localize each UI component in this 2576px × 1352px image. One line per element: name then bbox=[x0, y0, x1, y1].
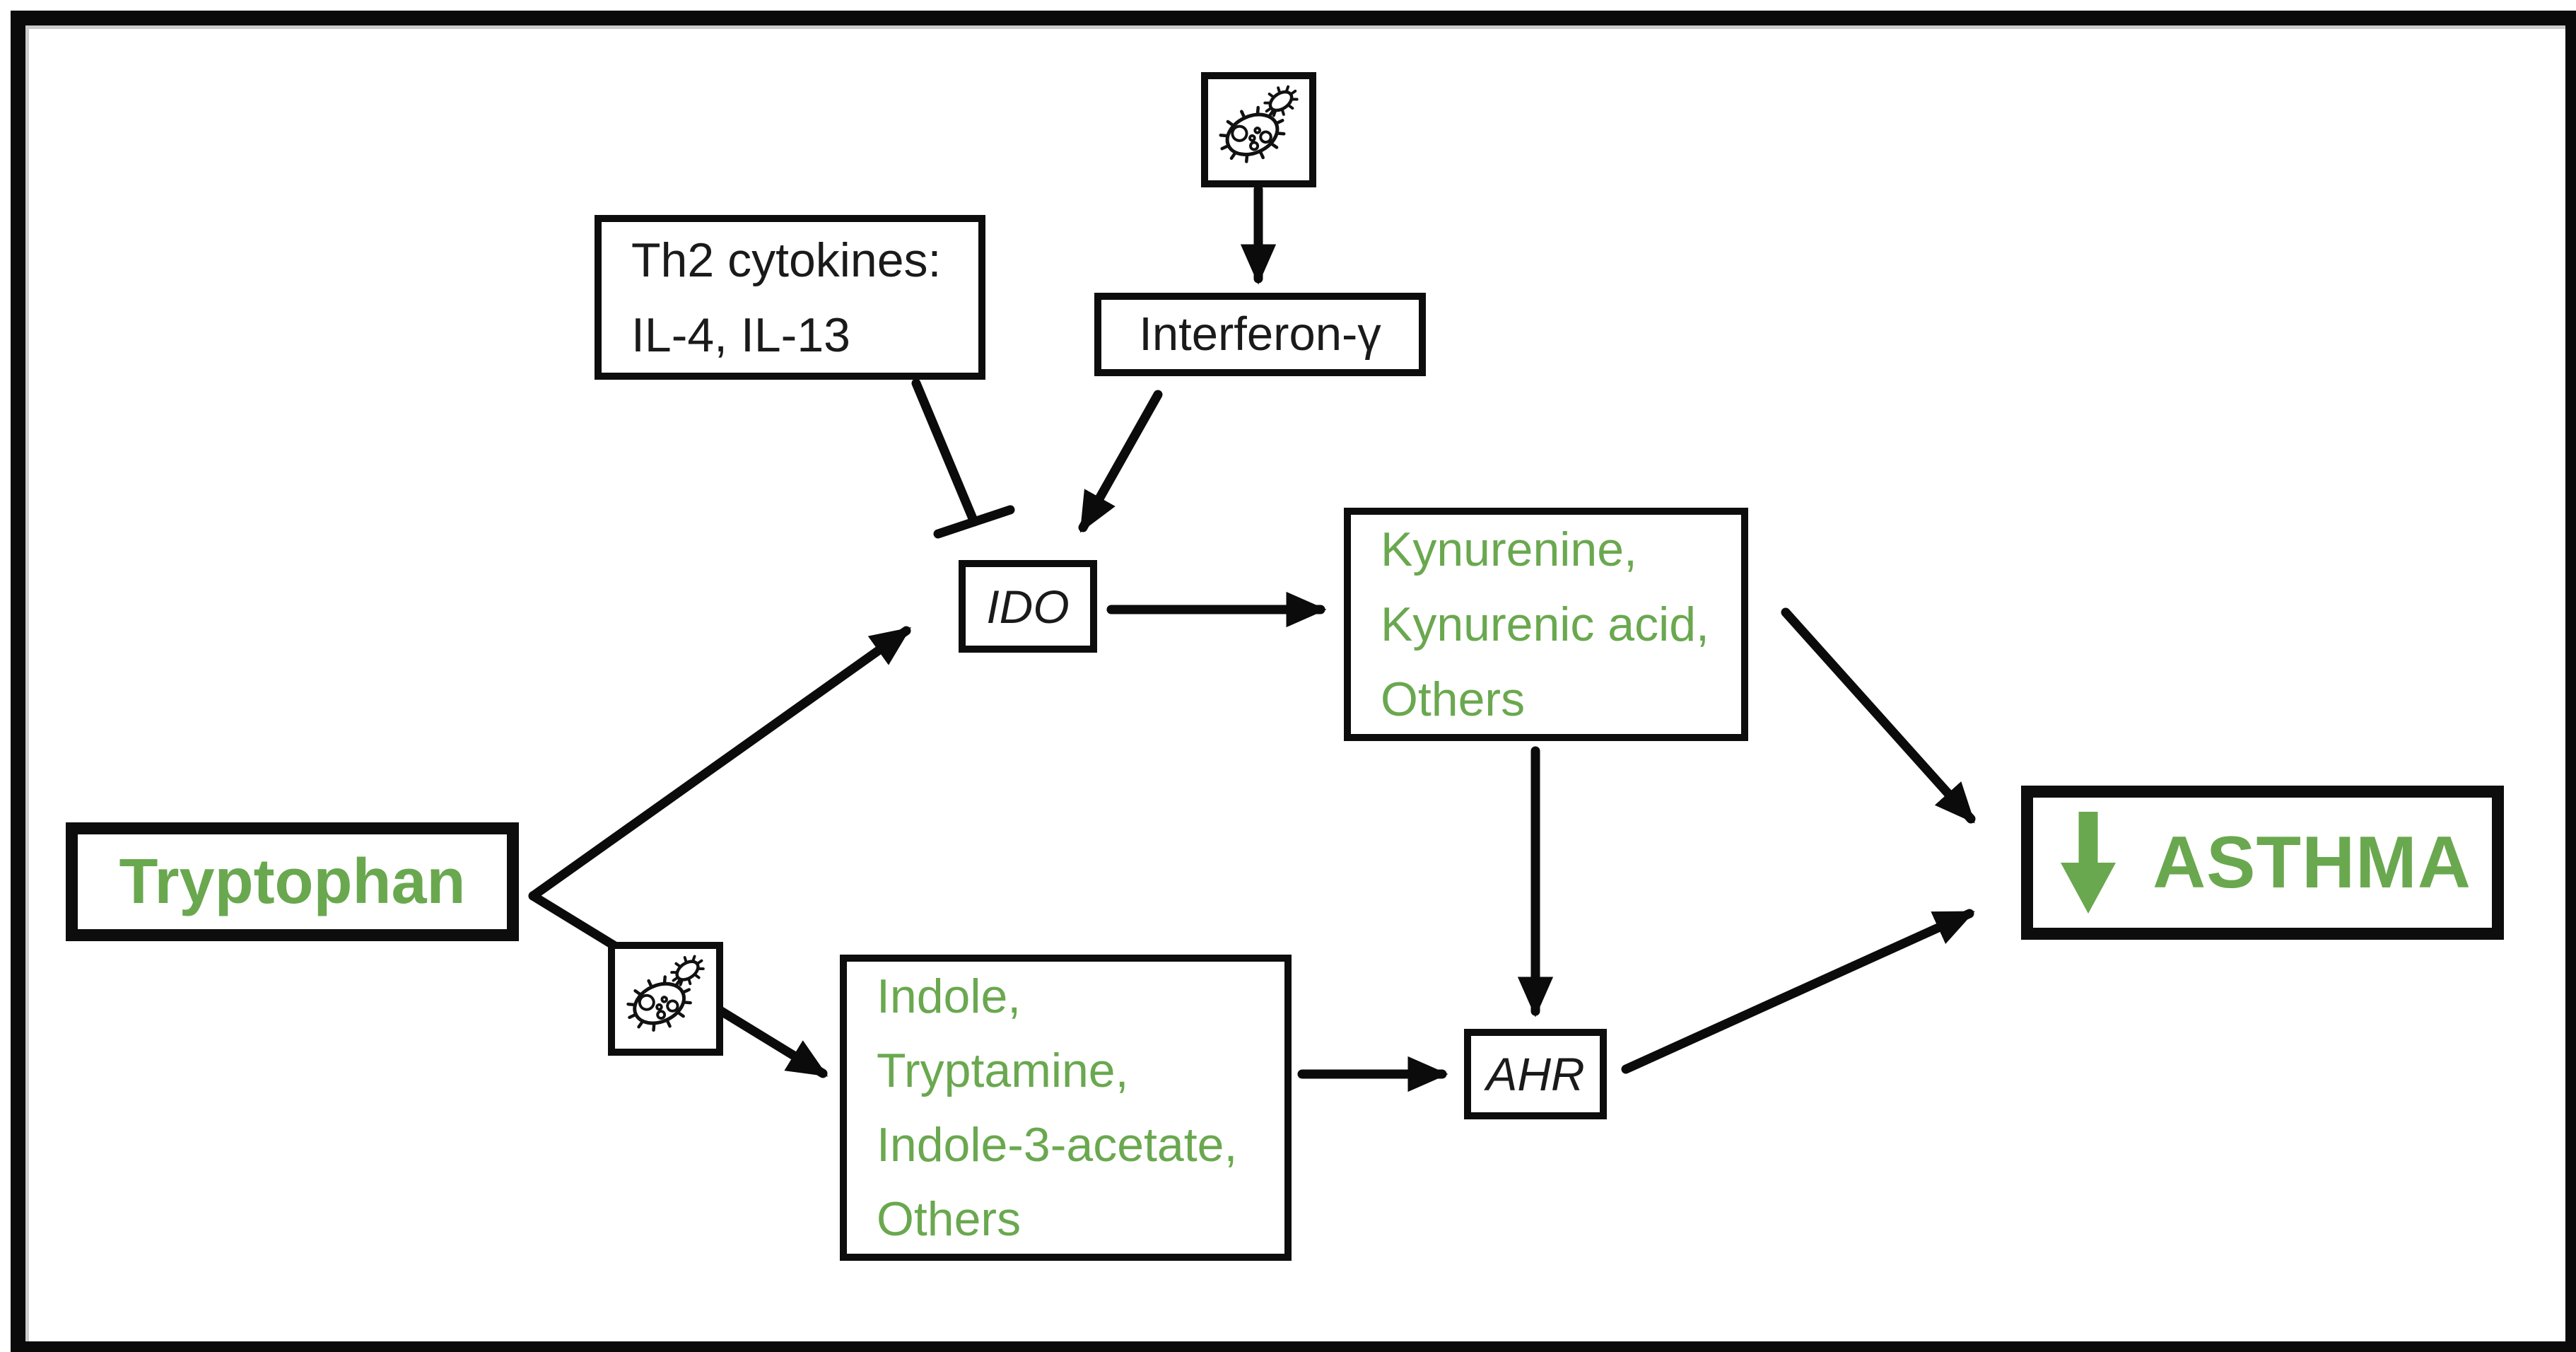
box-ahr: AHR bbox=[1464, 1029, 1607, 1119]
tryptophan-label: Tryptophan bbox=[119, 846, 466, 917]
edge-th2-inhibits-ido-tbar bbox=[933, 505, 1015, 539]
bacteria-icon bbox=[618, 952, 713, 1046]
th2-cytokines-line-2: IL-4, IL-13 bbox=[631, 308, 850, 362]
ido-label: IDO bbox=[986, 580, 1070, 633]
microbe-lower-box bbox=[608, 942, 723, 1056]
ahr-label: AHR bbox=[1486, 1048, 1585, 1100]
box-tryptophan: Tryptophan bbox=[66, 822, 519, 941]
asthma-content: ASTHMA bbox=[2054, 810, 2471, 916]
bacteria-icon bbox=[1211, 82, 1306, 177]
edge-tryptophan-to-ido bbox=[528, 626, 911, 901]
edge-kynurenine-to-asthma bbox=[1781, 607, 1976, 824]
box-interferon: Interferon-γ bbox=[1094, 293, 1426, 376]
asthma-label: ASTHMA bbox=[2153, 822, 2471, 904]
edge-ahr-to-asthma bbox=[1621, 909, 1975, 1074]
box-indole-metabolites: Indole, Tryptamine, Indole-3-acetate, Ot… bbox=[840, 955, 1292, 1261]
indole-line-1: Indole, bbox=[877, 969, 1021, 1023]
box-kynurenine-metabolites: Kynurenine, Kynurenic acid, Others bbox=[1344, 508, 1748, 741]
indole-line-2: Tryptamine, bbox=[877, 1043, 1129, 1097]
decrease-down-arrow-icon bbox=[2061, 812, 2117, 914]
microbe-top-box bbox=[1201, 72, 1316, 187]
interferon-label: Interferon-γ bbox=[1139, 308, 1381, 361]
kynurenine-line-1: Kynurenine, bbox=[1381, 523, 1637, 576]
box-asthma: ASTHMA bbox=[2021, 786, 2504, 940]
indole-line-3: Indole-3-acetate, bbox=[877, 1117, 1238, 1172]
edge-th2-inhibits-ido bbox=[911, 378, 979, 527]
box-th2-cytokines: Th2 cytokines: IL-4, IL-13 bbox=[595, 215, 985, 380]
kynurenine-line-2: Kynurenic acid, bbox=[1381, 598, 1709, 651]
kynurenine-line-3: Others bbox=[1381, 672, 1526, 726]
edge-interferon-to-ido bbox=[1078, 390, 1163, 533]
box-ido: IDO bbox=[959, 560, 1097, 653]
th2-cytokines-line-1: Th2 cytokines: bbox=[631, 233, 942, 287]
indole-line-4: Others bbox=[877, 1191, 1021, 1246]
